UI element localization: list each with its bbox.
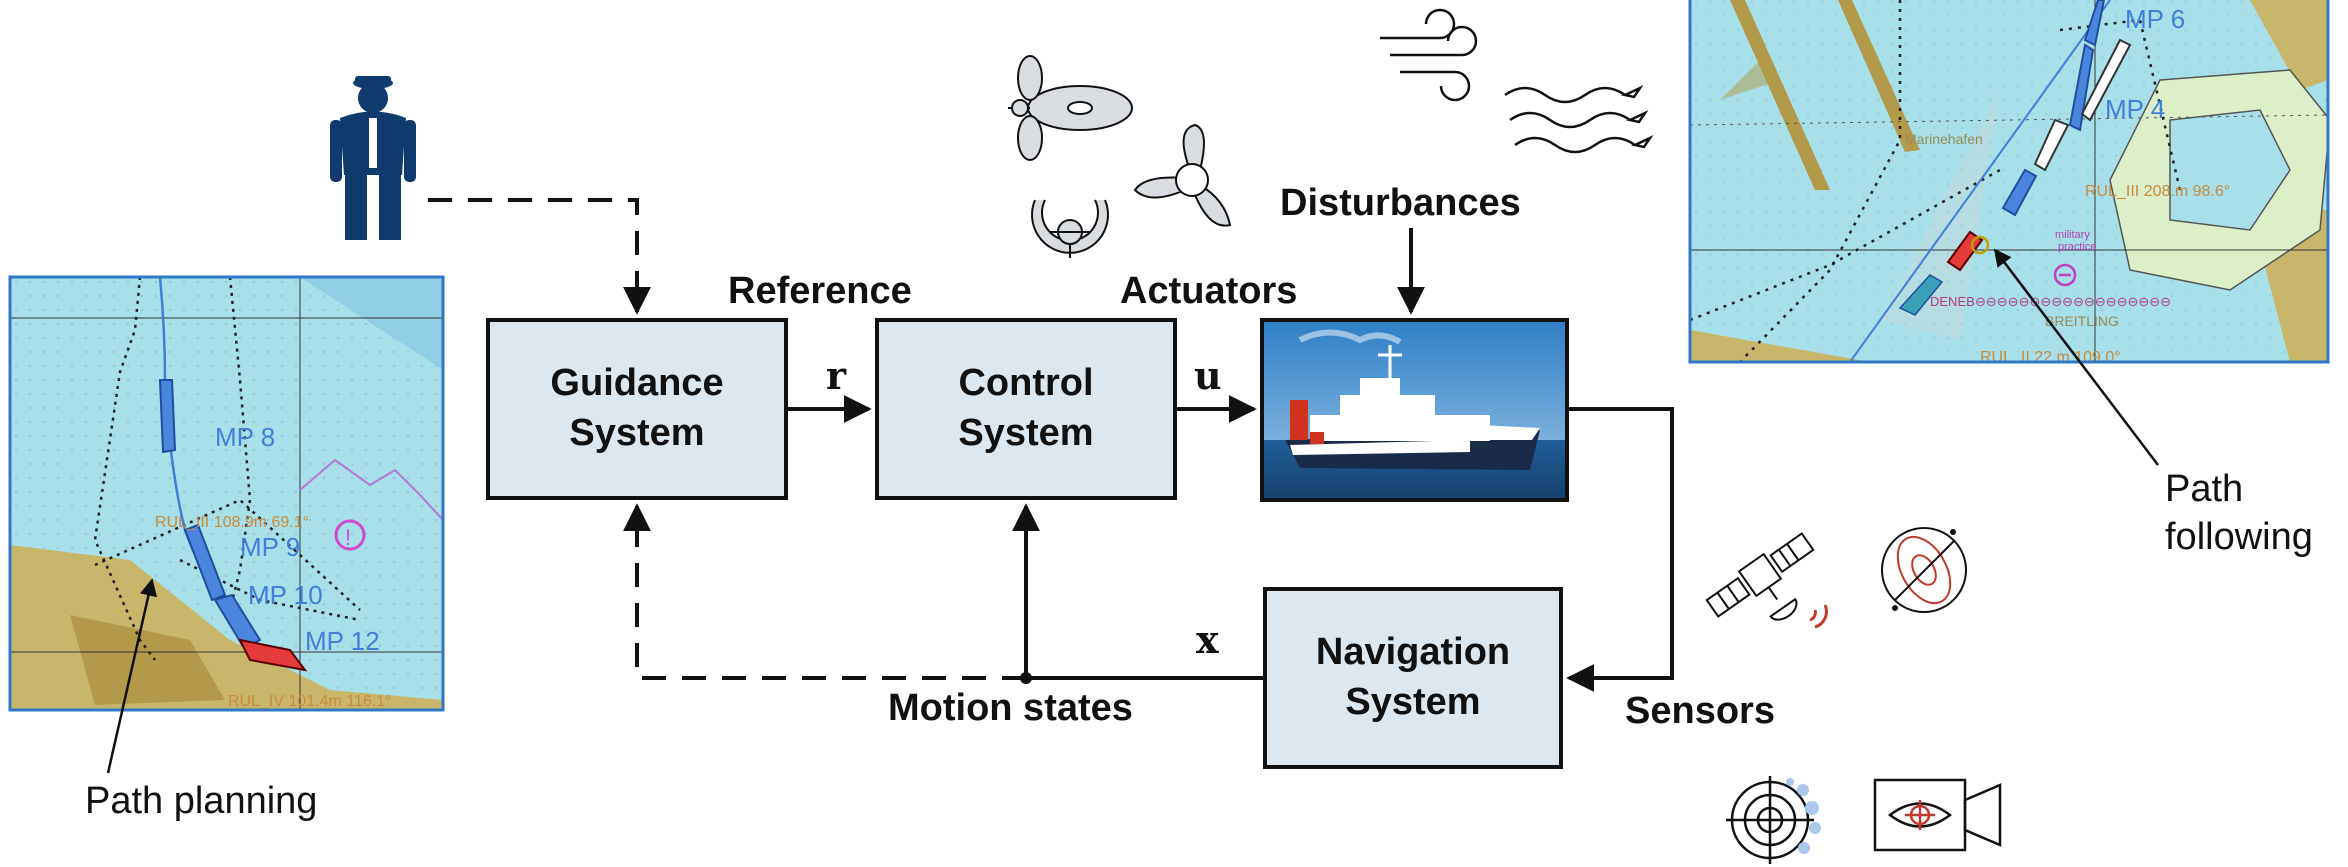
place-label: practice — [2058, 241, 2097, 253]
ship-photo — [1260, 318, 1569, 502]
steering-wheel-icon — [1031, 199, 1109, 258]
navigation-system-label: Navigation — [1316, 631, 1510, 673]
path-following-map: MP 6 MP 4 Marinehafen military practice … — [1688, 0, 2330, 366]
connections — [428, 198, 1674, 692]
waypoint-label: MP 9 — [240, 532, 300, 562]
waypoint-label: MP 6 — [2125, 4, 2185, 34]
signal-x: x — [1196, 617, 1219, 662]
navigation-system-label: System — [1345, 681, 1480, 723]
svg-text:!: ! — [345, 525, 351, 550]
waypoint-label: MP 4 — [2105, 94, 2165, 124]
path-following-caption: following — [2165, 516, 2313, 558]
path-planning-caption: Path planning — [85, 780, 317, 822]
signal-u: u — [1194, 353, 1222, 398]
route-label: RUL_IV 101.4m 116.1° — [228, 693, 392, 710]
navigation-system-block: Navigation System — [1263, 587, 1563, 769]
reference-label: Reference — [728, 270, 912, 312]
guidance-system-label: System — [569, 412, 704, 454]
disturbances-label: Disturbances — [1280, 182, 1521, 224]
control-system-block: Control System — [875, 318, 1177, 500]
control-system-label: Control — [958, 362, 1093, 404]
propeller-pod-icon — [1008, 55, 1133, 161]
path-planning-map: ! MP 8 MP 9 MP 10 MP 12 RUL_III 108.9m 6… — [8, 275, 445, 712]
route-label: RUL_III 208.m 98.6° — [2085, 183, 2230, 200]
svg-text:⊖⊖⊖⊖⊖⊖⊖⊖⊖⊖⊖⊖⊖⊖⊖⊖⊖⊖: ⊖⊖⊖⊖⊖⊖⊖⊖⊖⊖⊖⊖⊖⊖⊖⊖⊖⊖ — [1975, 294, 2171, 309]
camera-icon — [1873, 778, 2002, 852]
wind-icon — [1380, 8, 1478, 102]
radar-icon — [1726, 776, 1821, 864]
propeller-icon — [1133, 123, 1232, 227]
guidance-system-block: Guidance System — [486, 318, 788, 500]
place-label: Marinehafen — [1905, 131, 1983, 147]
motion-states-label: Motion states — [888, 687, 1133, 729]
captain-icon — [330, 76, 416, 240]
waypoint-label: MP 8 — [215, 422, 275, 452]
route-label: RUL_II 22.m 109.0° — [1980, 349, 2121, 366]
guidance-system-label: Guidance — [550, 362, 723, 404]
actuators-label: Actuators — [1120, 270, 1297, 312]
signal-r: r — [826, 353, 847, 398]
waypoint-label: MP 12 — [305, 626, 380, 656]
sensors-label: Sensors — [1625, 690, 1775, 732]
gyroscope-icon — [1881, 527, 1967, 613]
satellite-icon — [1705, 532, 1828, 629]
place-label: BREITLING — [2045, 313, 2119, 329]
route-label: RUL_III 108.9m 69.1° — [155, 514, 309, 531]
place-label: military — [2055, 229, 2090, 241]
control-system-label: System — [958, 412, 1093, 454]
path-following-caption: Path — [2165, 468, 2243, 510]
place-label: DENEB — [1930, 294, 1975, 309]
waves-icon — [1504, 84, 1654, 154]
waypoint-label: MP 10 — [248, 580, 323, 610]
